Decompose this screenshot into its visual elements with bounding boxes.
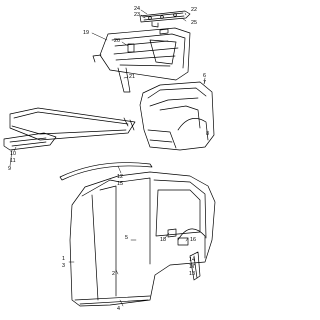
callout-25: 25	[191, 20, 197, 26]
small-parts	[167, 228, 201, 281]
callout-23: 23	[134, 12, 140, 18]
parts-diagram	[3, 9, 216, 307]
callout-19: 19	[83, 30, 89, 36]
callout-12: 12	[117, 174, 123, 180]
callout-16: 16	[190, 237, 196, 243]
callout-14: 14	[189, 257, 195, 263]
callout-21: 21	[129, 74, 135, 80]
callout-17: 17	[189, 264, 195, 270]
callout-20: 20	[114, 38, 120, 44]
callout-6: 6	[203, 73, 206, 79]
roof-molding-part	[59, 162, 153, 181]
callout-10: 10	[10, 151, 16, 157]
roof-panel-part	[3, 107, 136, 151]
side-panel-part	[69, 171, 216, 307]
callout-22: 22	[191, 7, 197, 13]
rear-panel-part	[92, 27, 191, 93]
callout-9: 9	[8, 166, 11, 172]
callout-2: 2	[112, 271, 115, 277]
callout-24: 24	[134, 6, 140, 12]
leader-lines	[9, 9, 206, 307]
callout-5: 5	[125, 235, 128, 241]
callout-15: 15	[117, 181, 123, 187]
rear-upper-rail-part	[139, 10, 191, 28]
callout-1: 1	[62, 256, 65, 262]
callout-11: 11	[10, 158, 16, 164]
callout-3: 3	[62, 263, 65, 269]
callout-4: 4	[117, 306, 120, 312]
callout-18: 18	[160, 237, 166, 243]
callout-8: 8	[206, 131, 209, 137]
quarter-panel-part	[139, 81, 215, 151]
callout-7: 7	[203, 80, 206, 86]
callout-13: 13	[189, 271, 195, 277]
